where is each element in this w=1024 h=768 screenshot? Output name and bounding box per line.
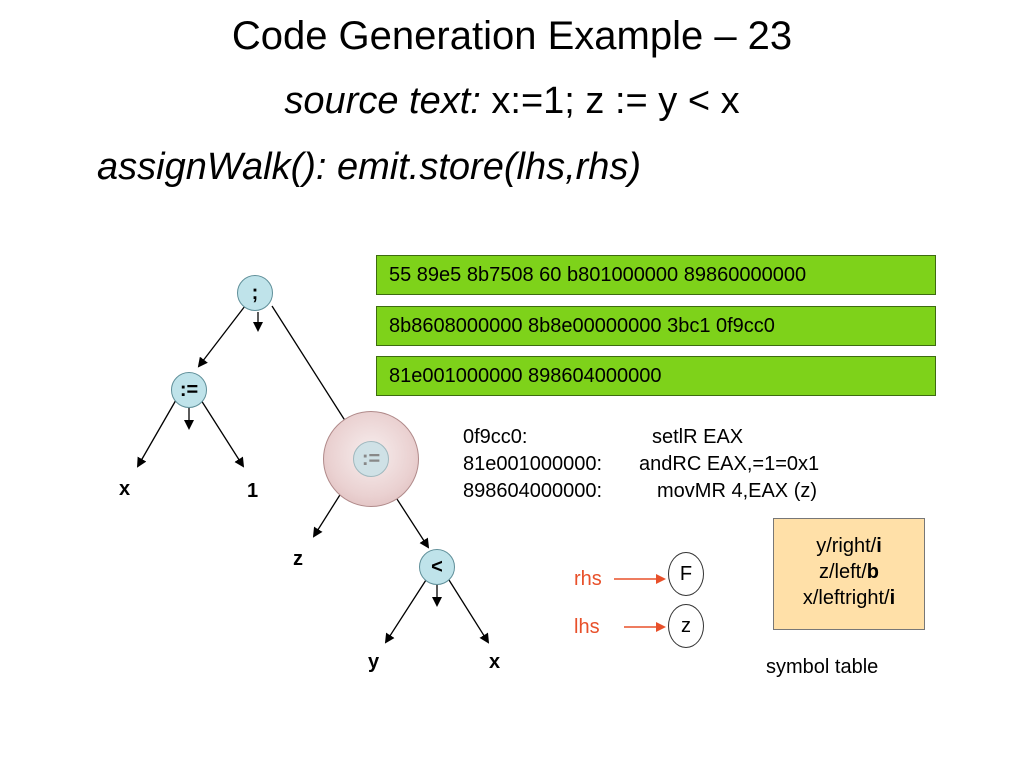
symbol-table: y/right/i z/left/b x/leftright/i <box>773 518 925 630</box>
disassembly-address: 81e001000000: <box>463 453 603 475</box>
tree-leaf-x: x <box>119 478 131 500</box>
source-text-code: x:=1; z := y < x <box>480 80 740 122</box>
disassembly-listing: 0f9cc0: setlR EAX 81e001000000: andRC EAX,… <box>463 424 819 505</box>
tree-node-assign-z-highlighted: := <box>323 411 419 507</box>
slide-title: Code Generation Example – 23 <box>231 14 793 58</box>
disassembly-row: 0f9cc0: setlR EAX <box>463 424 819 451</box>
disassembly-instruction: setlR EAX <box>652 426 744 448</box>
tree-leaf-y: y <box>368 651 380 673</box>
symbol-table-caption: symbol table <box>766 656 879 678</box>
disassembly-row: 81e001000000: andRC EAX,=1=0x1 <box>463 451 819 478</box>
code-bytes-line-2: 8b8608000000 8b8e00000000 3bc1 0f9cc0 <box>376 306 936 346</box>
disassembly-address: 0f9cc0: <box>463 426 528 448</box>
lhs-value-oval: z <box>668 604 704 648</box>
tree-leaf-x2: x <box>489 651 501 673</box>
disassembly-address: 898604000000: <box>463 480 603 502</box>
edge-assign1-x <box>137 399 177 468</box>
tree-node-assign-z: := <box>353 441 389 477</box>
source-text-line: source text: x:=1; z := y < x <box>0 78 1024 124</box>
code-bytes-line-3: 81e001000000 898604000000 <box>376 356 936 396</box>
source-text-label: source text: <box>284 80 481 122</box>
tree-leaf-one: 1 <box>247 480 259 502</box>
tree-node-seq: ; <box>237 275 273 311</box>
edge-lt-y <box>384 579 427 644</box>
rhs-label: rhs <box>574 568 602 590</box>
disassembly-instruction: movMR 4,EAX (z) <box>657 480 818 502</box>
lhs-label: lhs <box>574 616 600 638</box>
edge-root-assign2 <box>271 305 353 432</box>
disassembly-instruction: andRC EAX,=1=0x1 <box>639 453 820 475</box>
tree-leaf-z: z <box>293 548 303 570</box>
symbol-table-row: z/left/b <box>818 561 879 583</box>
symbol-table-row: x/leftright/i <box>802 587 896 609</box>
assign-walk-line: assignWalk(): emit.store(lhs,rhs) <box>97 146 642 188</box>
symbol-table-row: y/right/i <box>816 535 882 557</box>
code-bytes-line-1: 55 89e5 8b7508 60 b801000000 89860000000 <box>376 255 936 295</box>
edge-assign1-one <box>200 399 245 468</box>
tree-node-less-than: < <box>419 549 455 585</box>
tree-node-assign-x: := <box>171 372 207 408</box>
rhs-value-oval: F <box>668 552 704 596</box>
edge-lt-x <box>448 579 490 644</box>
edge-root-assign1 <box>197 305 246 368</box>
disassembly-row: 898604000000: movMR 4,EAX (z) <box>463 478 819 505</box>
